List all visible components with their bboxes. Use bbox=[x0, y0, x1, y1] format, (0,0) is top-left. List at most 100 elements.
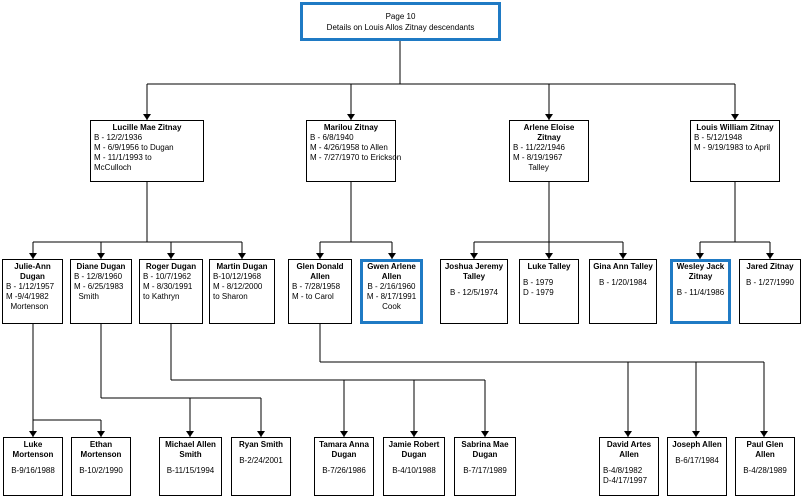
person-detail: Mortenson bbox=[6, 302, 49, 311]
page-label: Page 10 bbox=[385, 12, 416, 21]
person-name: Glen Donald Allen bbox=[296, 262, 344, 281]
person-name: Arlene Eloise Zitnay bbox=[523, 123, 575, 142]
person-box-jared: Jared Zitnay B - 1/27/1990 bbox=[739, 259, 801, 324]
person-detail: B - 12/5/1974 bbox=[449, 288, 499, 297]
person-box-wesley: Wesley Jack Zitnay B - 11/4/1986 bbox=[670, 259, 731, 324]
person-detail: B - 2/16/1960 bbox=[367, 282, 416, 291]
person-detail: B-9/16/1988 bbox=[11, 466, 55, 475]
person-detail: M - 6/25/1983 bbox=[74, 282, 124, 291]
person-detail: B-4/8/1982 bbox=[603, 466, 643, 475]
person-detail: M - 8/12/2000 bbox=[213, 282, 263, 291]
person-name: Diane Dugan bbox=[76, 262, 126, 271]
person-detail: B - 11/4/1986 bbox=[676, 288, 725, 297]
person-name: Luke Talley bbox=[527, 262, 571, 271]
person-detail: B - 1979 bbox=[523, 278, 554, 287]
person-detail: D - 1979 bbox=[523, 288, 554, 297]
person-detail: B - 12/2/1936 bbox=[94, 133, 143, 142]
person-detail: to Kathryn bbox=[143, 292, 180, 301]
person-name: Joseph Allen bbox=[672, 440, 722, 449]
person-name: Gwen Arlene Allen bbox=[367, 262, 416, 281]
person-detail: Talley bbox=[513, 163, 549, 172]
person-name: Louis William Zitnay bbox=[696, 123, 774, 132]
person-detail: B-6/17/1984 bbox=[675, 456, 719, 465]
person-detail: B - 1/12/1957 bbox=[6, 282, 55, 291]
person-detail: B-4/10/1988 bbox=[392, 466, 436, 475]
page-header-box: Page 10 Details on Louis Allos Zitnay de… bbox=[300, 2, 501, 41]
person-box-gina: Gina Ann Talley B - 1/20/1984 bbox=[589, 259, 657, 324]
person-detail: M - 8/19/1967 bbox=[513, 153, 563, 162]
person-name: Tamara Anna Dugan bbox=[319, 440, 369, 459]
person-name: Ethan Mortenson bbox=[80, 440, 122, 459]
person-detail: D-4/17/1997 bbox=[603, 476, 648, 485]
person-box-joshua: Joshua Jeremy Talley B - 12/5/1974 bbox=[440, 259, 508, 324]
person-name: Gina Ann Talley bbox=[593, 262, 653, 271]
person-detail: B-10/2/1990 bbox=[79, 466, 123, 475]
person-detail: B - 5/12/1948 bbox=[694, 133, 743, 142]
person-name: Joshua Jeremy Talley bbox=[444, 262, 504, 281]
person-detail: B - 12/8/1960 bbox=[74, 272, 123, 281]
person-name: Michael Allen Smith bbox=[165, 440, 216, 459]
person-detail: B-11/15/1994 bbox=[166, 466, 215, 475]
person-detail: M - 8/17/1991 bbox=[366, 292, 417, 301]
person-detail: B-10/12/1968 bbox=[213, 272, 262, 281]
person-name: Lucille Mae Zitnay bbox=[112, 123, 182, 132]
person-name: Ryan Smith bbox=[238, 440, 283, 449]
page-description: Details on Louis Allos Zitnay descendant… bbox=[326, 23, 475, 32]
person-detail: Cook bbox=[382, 302, 401, 311]
person-detail: M - 7/27/1970 to Erickson bbox=[310, 153, 402, 162]
person-name: Jared Zitnay bbox=[746, 262, 794, 271]
person-name: Jamie Robert Dugan bbox=[388, 440, 440, 459]
person-detail: B - 11/22/1946 bbox=[513, 143, 565, 152]
person-detail: to Sharon bbox=[213, 292, 248, 301]
person-detail: B - 1/20/1984 bbox=[598, 278, 648, 287]
person-detail: B - 6/8/1940 bbox=[310, 133, 354, 142]
person-detail: B-7/17/1989 bbox=[463, 466, 507, 475]
person-detail: Smith bbox=[74, 292, 99, 301]
person-detail: B - 1/27/1990 bbox=[745, 278, 795, 287]
person-name: Luke Mortenson bbox=[12, 440, 54, 459]
person-detail: B-7/26/1986 bbox=[322, 466, 366, 475]
person-name: Roger Dugan bbox=[145, 262, 197, 271]
person-name: David Artes Allen bbox=[606, 440, 652, 459]
person-detail: M - 9/19/1983 to April bbox=[694, 143, 771, 152]
person-detail: B-2/24/2001 bbox=[239, 456, 283, 465]
person-name: Marilou Zitnay bbox=[323, 123, 379, 132]
person-detail: McCulloch bbox=[94, 163, 132, 172]
person-name: Paul Glen Allen bbox=[746, 440, 784, 459]
person-detail: M - 6/9/1956 to Dugan bbox=[94, 143, 174, 152]
person-name: Sabrina Mae Dugan bbox=[461, 440, 509, 459]
person-name: Wesley Jack Zitnay bbox=[676, 262, 725, 281]
person-detail: M -9/4/1982 bbox=[6, 292, 49, 301]
person-detail: M - 8/30/1991 bbox=[143, 282, 193, 291]
person-detail: M - to Carol bbox=[292, 292, 334, 301]
person-detail: B-4/28/1989 bbox=[743, 466, 787, 475]
person-name: Martin Dugan bbox=[216, 262, 268, 271]
person-detail: B - 7/28/1958 bbox=[292, 282, 341, 291]
person-detail: B - 10/7/1962 bbox=[143, 272, 192, 281]
person-name: Julie-Ann Dugan bbox=[14, 262, 51, 281]
person-detail: M - 4/26/1958 to Allen bbox=[310, 143, 388, 152]
person-detail: M - 11/1/1993 to bbox=[94, 153, 152, 162]
